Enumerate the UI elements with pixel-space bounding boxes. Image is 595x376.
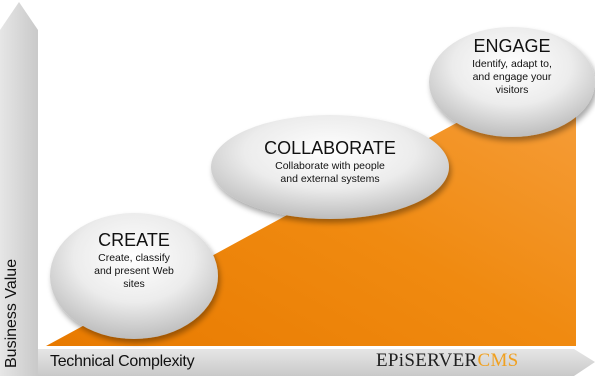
stage-description-line: sites <box>123 278 145 290</box>
engage-oval <box>429 27 595 137</box>
stage-description-line: Identify, adapt to, <box>472 58 552 70</box>
stage-title: CREATE <box>98 230 170 250</box>
x-axis-label: Technical Complexity <box>50 353 195 370</box>
stage-description-line: Collaborate with people <box>275 160 385 172</box>
stage-description-line: and external systems <box>280 173 380 185</box>
stage-create: CREATE Create, classify and present Web … <box>60 230 208 291</box>
stage-title: COLLABORATE <box>264 138 396 158</box>
collaborate-oval <box>211 115 449 219</box>
stage-description-line: visitors <box>495 84 529 96</box>
stage-collaborate: COLLABORATE Collaborate with people and … <box>232 138 428 186</box>
create-oval <box>50 213 218 339</box>
stage-description-line: Create, classify <box>98 252 170 264</box>
stage-title: ENGAGE <box>473 36 551 56</box>
stage-description-line: and engage your <box>472 71 552 83</box>
brand-product: CMS <box>477 350 519 371</box>
x-axis-arrow <box>38 349 595 376</box>
brand-name: EPiSERVER <box>376 350 478 371</box>
stage-description-line: and present Web <box>94 265 174 277</box>
stage-engage: ENGAGE Identify, adapt to, and engage yo… <box>440 36 584 97</box>
episerver-cms-logo: EPiSERVERCMS <box>376 350 519 372</box>
y-axis-arrow <box>0 2 38 376</box>
y-axis-label: Business Value <box>3 258 20 368</box>
